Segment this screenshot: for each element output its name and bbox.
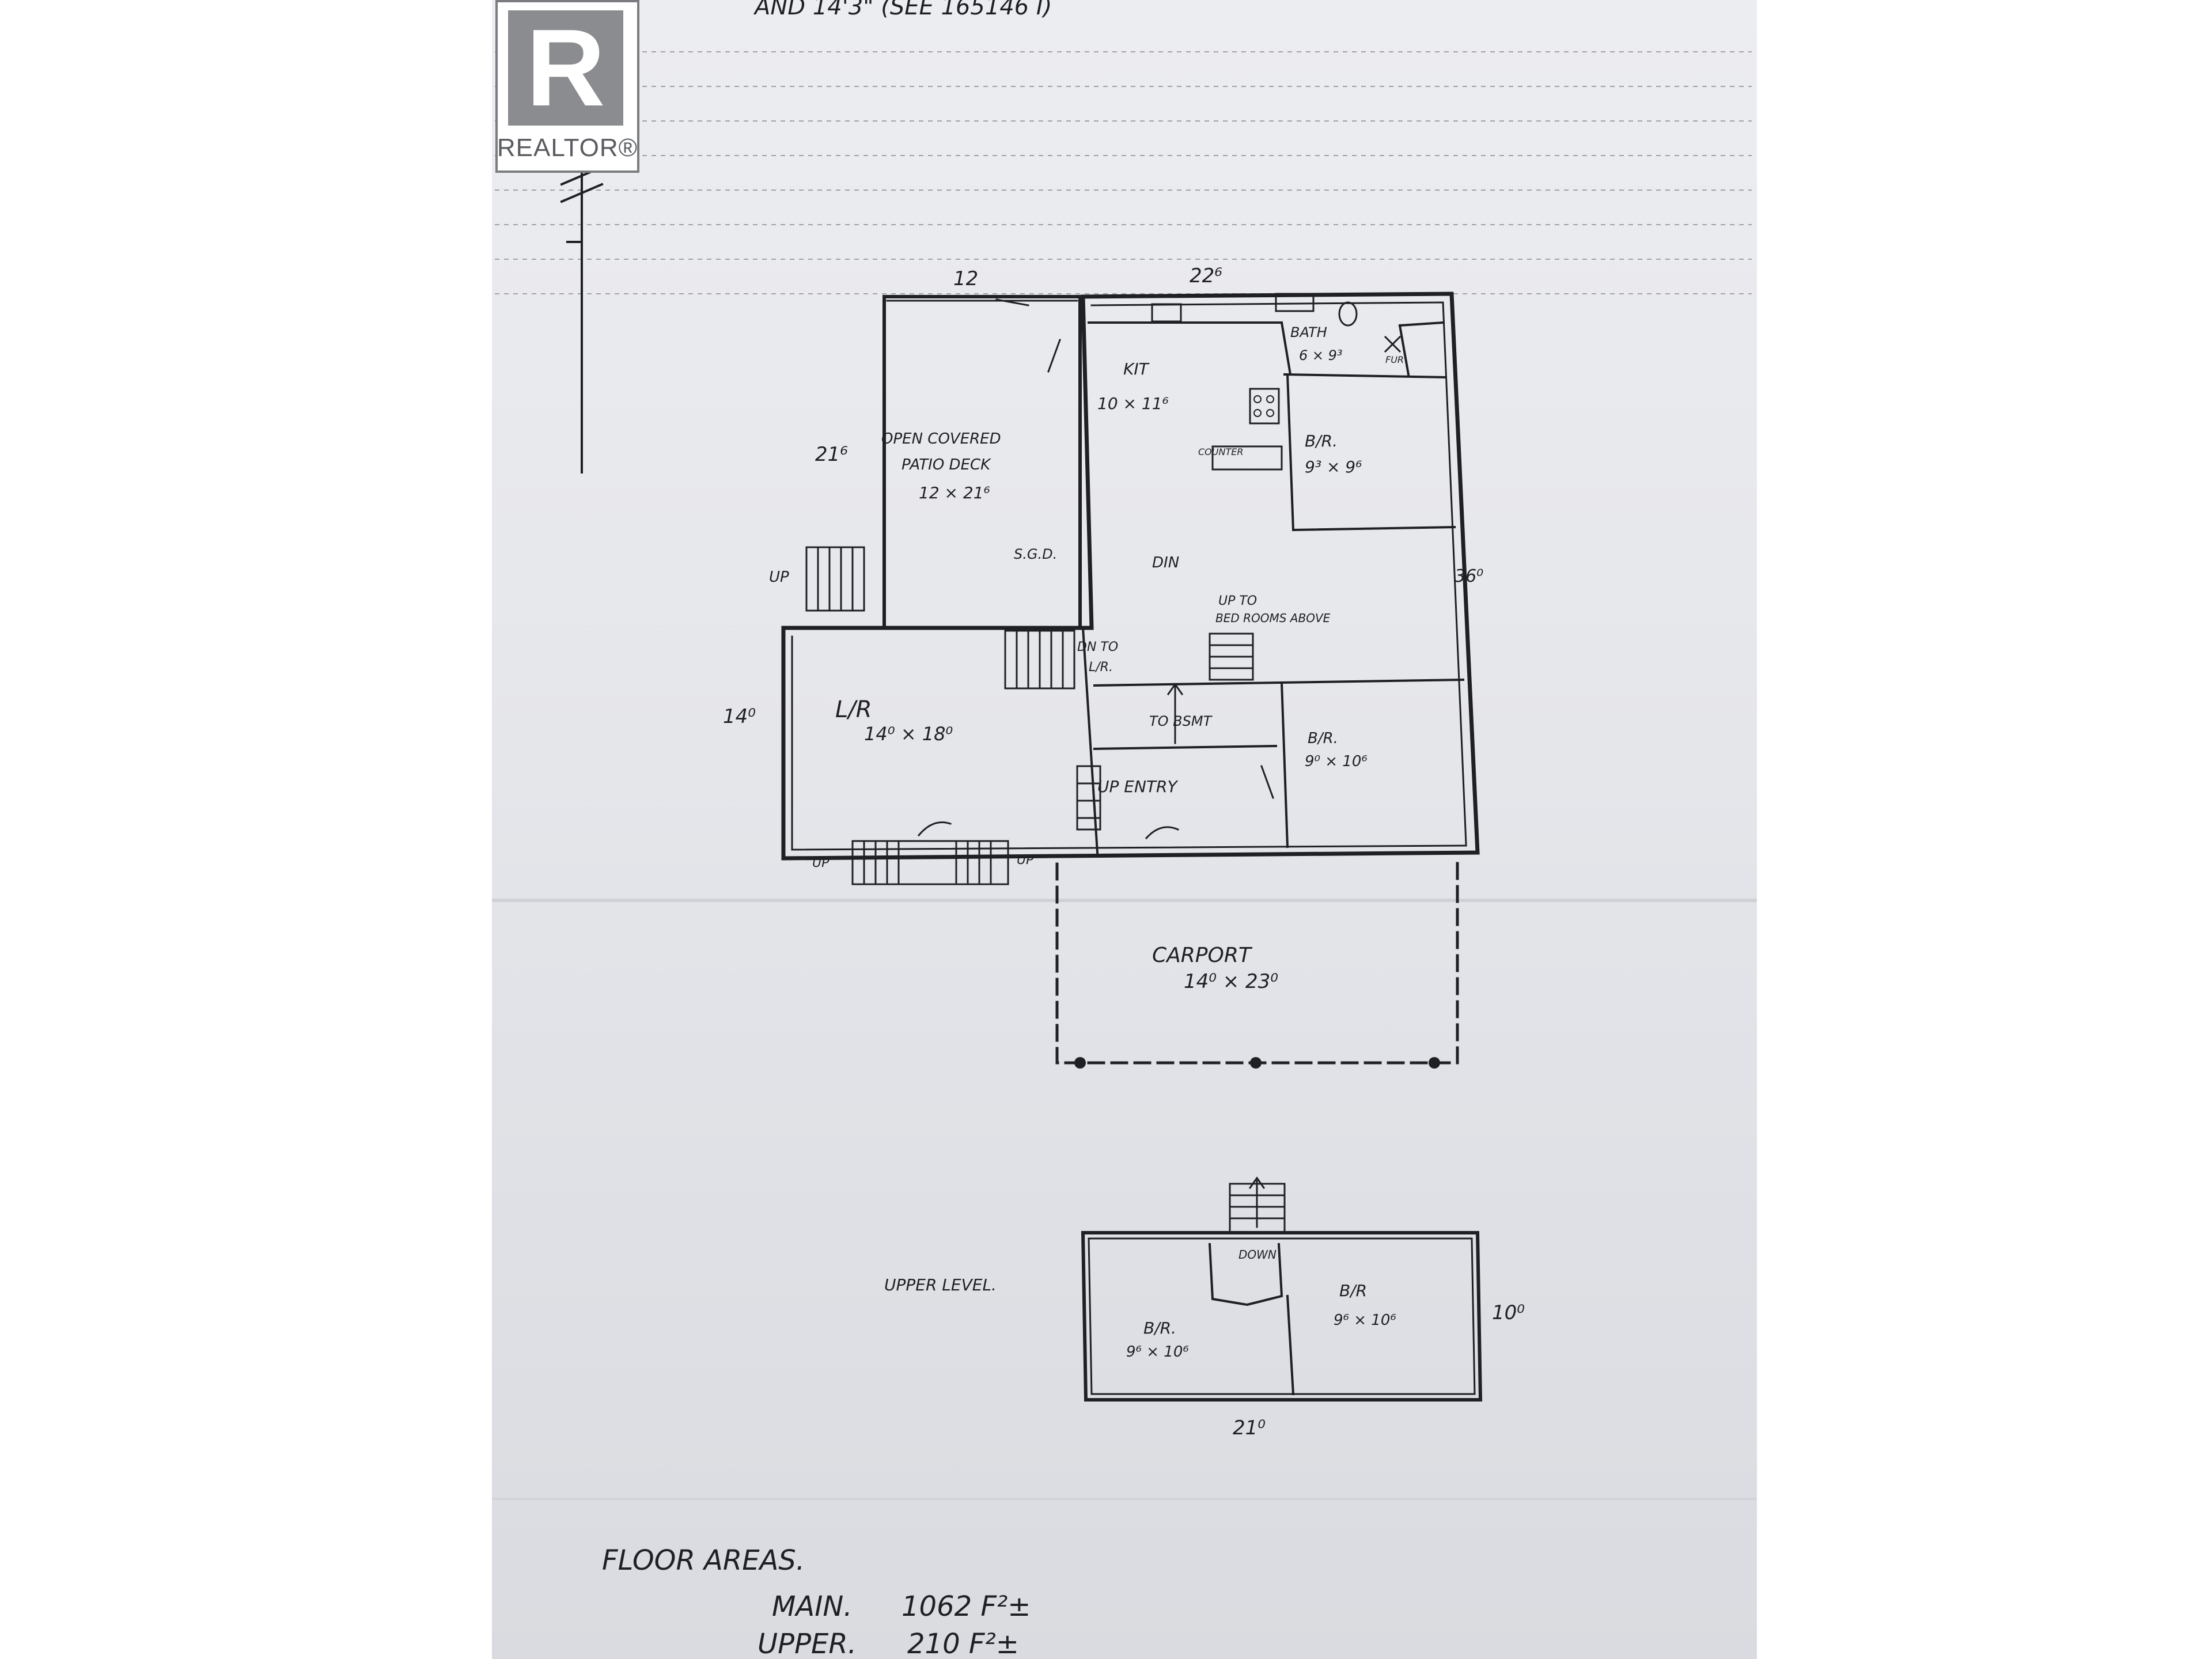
upper-level-walls [1081,1230,1483,1402]
range-icon [1249,388,1280,425]
ubr1-label-1: B/R. [1143,1319,1176,1338]
ubr2-label-2: 9⁶ × 10⁶ [1334,1312,1396,1329]
dim-top-right: 22⁶ [1190,264,1222,287]
lr-label-2: 14⁰ × 18⁰ [864,723,953,745]
dim-upper-bottom: 21⁰ [1233,1416,1266,1440]
up-to-label-2: BED ROOMS ABOVE [1215,611,1331,625]
deck-label-3: 12 × 21⁶ [919,483,990,502]
to-bsmt-label: TO BSMT [1149,713,1213,729]
dim-upper-right: 10⁰ [1492,1301,1525,1324]
down-label: DOWN [1238,1248,1277,1262]
ruled-lines [495,51,1752,294]
logo-text: REALTOR® [497,134,638,162]
up-label-b: UP [1017,853,1034,868]
up-to-label-1: UP TO [1218,594,1257,608]
carport-label-2: 14⁰ × 23⁰ [1184,970,1278,993]
paper-sheet [492,0,1757,1659]
header-note: AND 14'3" (SEE 165146 I) [753,0,1052,20]
furnace-label: FUR [1385,354,1404,365]
interior-walls [1081,321,1465,854]
floor-areas-heading: FLOOR AREAS. [602,1544,805,1577]
main-area-label: MAIN. [772,1590,853,1623]
counter-label: COUNTER [1198,446,1243,457]
paper-fold [492,899,1757,902]
stairs-front [851,840,1009,885]
deck-label-1: OPEN COVERED [881,430,1001,448]
br1-label-2: 9³ × 9⁶ [1305,457,1362,476]
br2-label-1: B/R. [1308,730,1338,747]
kit-label-2: 10 × 11⁶ [1097,394,1169,413]
stairs-to-upper [1209,632,1254,681]
dim-left-lr: 14⁰ [723,705,756,728]
bathtub-icon [1275,293,1315,312]
upper-level-label: UPPER LEVEL. [884,1275,997,1294]
plan-labels: AND 14'3" (SEE 165146 I) 12 22⁶ 21⁶ 36⁰ … [602,0,1525,1659]
door-swings [917,298,1274,840]
patio-lr-label-1: DN TO [1077,640,1118,654]
up-label-left: UP [769,569,789,586]
br2-label-2: 9⁰ × 10⁶ [1305,753,1368,770]
br1-label-1: B/R. [1305,431,1338,450]
realtor-logo: R REALTOR® [495,0,639,173]
dim-right-house: 36⁰ [1455,566,1483,586]
main-house-walls [781,291,1480,861]
dim-top-left: 12 [953,267,978,290]
paper-fold [492,1498,1757,1500]
stairs-left-deck [805,546,865,612]
din-label: DIN [1152,554,1179,571]
sink-icon [1151,303,1182,323]
patio-lr-label-2: L/R. [1089,660,1113,675]
lr-label-1: L/R [835,696,872,723]
dim-left-deck: 21⁶ [815,443,848,466]
realtor-r-icon: R [508,10,623,126]
carport-posts [1074,1057,1440,1069]
up-label-a: UP [812,856,830,870]
upper-area-label: UPPER. [757,1628,857,1659]
stairs-upper-down [1229,1176,1286,1234]
ubr2-label-1: B/R [1339,1281,1367,1300]
bath-label-2: 6 × 9³ [1299,347,1343,363]
carport-outline [1055,859,1459,1065]
stairs-patio-to-lr [1004,630,1075,690]
counter-rect [1211,445,1283,471]
toilet-icon [1338,301,1358,327]
bath-label-1: BATH [1290,324,1327,340]
entry-label: UP ENTRY [1097,777,1178,796]
furnace-icon [1384,335,1402,353]
carport-label-1: CARPORT [1152,944,1253,967]
deck-label-2: PATIO DECK [902,456,991,474]
upper-area-value: 210 F²± [907,1628,1019,1659]
north-arrow-icon [560,165,604,474]
upper-interior-walls [1208,1243,1295,1396]
kit-label-1: KIT [1123,359,1150,378]
sgd-label: S.G.D. [1014,546,1057,562]
main-area-value: 1062 F²± [902,1590,1031,1623]
stairs-entry [1076,765,1101,831]
ubr1-label-2: 9⁶ × 10⁶ [1126,1343,1189,1361]
